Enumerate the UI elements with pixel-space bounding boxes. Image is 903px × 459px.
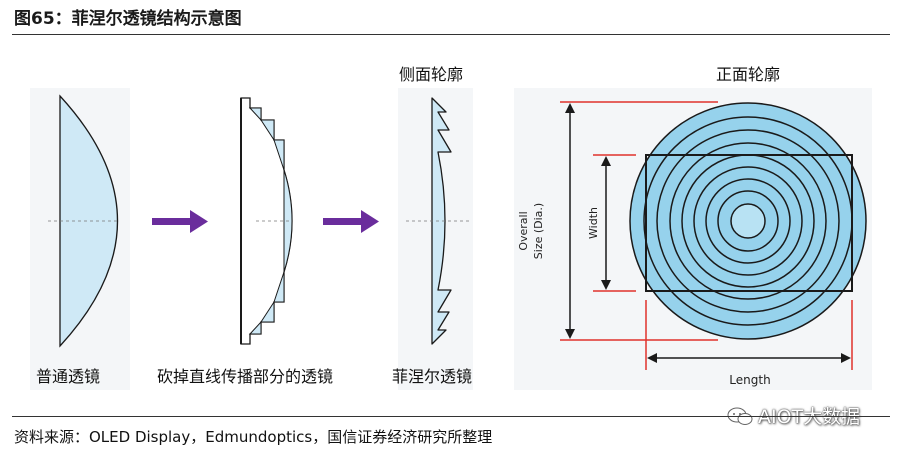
width-dimension-arrow — [601, 156, 611, 290]
ring-7 — [717, 190, 779, 252]
arrow-2 — [323, 210, 379, 233]
figure-title: 图65：菲涅尔透镜结构示意图 — [14, 9, 242, 29]
side-profile-title: 侧面轮廓 — [399, 65, 463, 84]
title-divider — [12, 34, 890, 35]
wechat-icon — [727, 407, 753, 425]
arrow-1 — [152, 210, 208, 233]
watermark-text: AIOT大数据 — [758, 406, 861, 428]
length-dimension-arrow — [647, 353, 851, 363]
ring-5 — [693, 166, 803, 276]
length-label: Length — [729, 373, 770, 387]
rectangle-outline — [645, 154, 853, 292]
ring-2 — [656, 129, 840, 313]
source-divider — [12, 416, 890, 417]
overall-label-line2: Size (Dia.) — [532, 203, 545, 259]
fresnel-lens — [406, 97, 470, 345]
cut-lens-label: 砍掉直线传播部分的透镜 — [157, 367, 333, 386]
normal-lens-label: 普通透镜 — [36, 367, 100, 386]
ring-6 — [705, 178, 791, 264]
width-label: Width — [587, 207, 600, 239]
fresnel-lens-label: 菲涅尔透镜 — [392, 367, 472, 386]
overall-label-line1: Overall — [517, 211, 530, 250]
ring-3 — [669, 142, 827, 300]
normal-lens — [59, 94, 119, 348]
watermark: AIOT大数据 — [726, 402, 860, 429]
overall-dimension-arrow — [565, 103, 575, 339]
cut-lens — [240, 97, 293, 345]
front-view — [560, 101, 867, 370]
ring-center — [730, 203, 766, 239]
source-note: 资料来源：OLED Display，Edmundoptics，国信证券经济研究所… — [14, 428, 493, 446]
front-profile-title: 正面轮廓 — [716, 65, 780, 84]
